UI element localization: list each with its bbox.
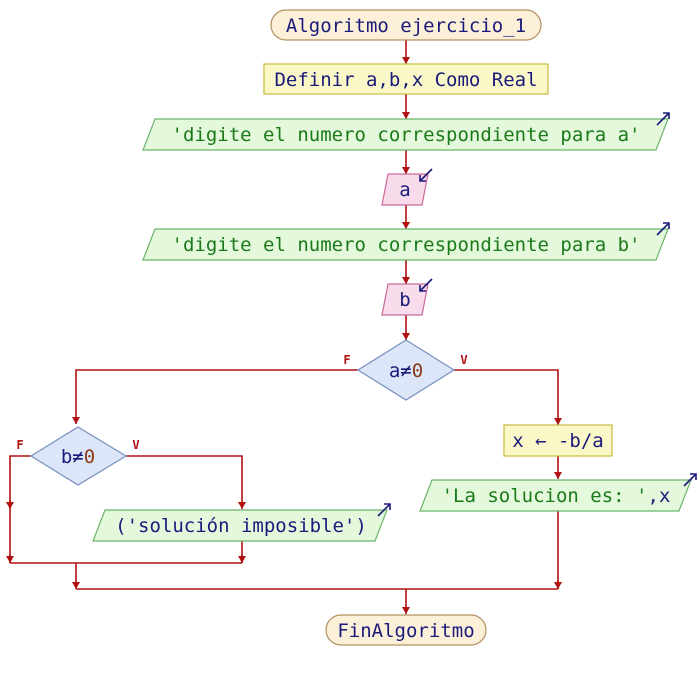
connectors xyxy=(6,40,562,614)
define-label: Definir a,b,x Como Real xyxy=(274,69,537,91)
assign-label: x ← -b/a xyxy=(512,430,604,452)
decision2-false-label: F xyxy=(16,438,23,452)
decision2-label: b≠0 xyxy=(61,446,95,468)
read-b-label: b xyxy=(399,289,410,311)
line-decision2-false xyxy=(9,455,31,563)
arrow-decision2-true xyxy=(126,455,246,509)
arrow-decision1-false xyxy=(72,369,358,424)
end-label: FinAlgoritmo xyxy=(337,620,474,642)
output1-label: 'digite el numero correspondiente para a… xyxy=(172,124,641,146)
decision-1: a≠0 F V xyxy=(343,339,468,401)
output4-label: ('solución imposible') xyxy=(115,515,367,537)
output-1: 'digite el numero correspondiente para a… xyxy=(142,112,670,151)
output-4: ('solución imposible') xyxy=(92,503,391,542)
input-b: b xyxy=(381,278,433,316)
arrow-decision1-true xyxy=(454,369,562,425)
output-arrow-icon xyxy=(656,222,670,236)
decision2-true-label: V xyxy=(132,438,139,452)
start-terminal: Algoritmo ejercicio_1 xyxy=(270,9,542,41)
assign-process: x ← -b/a xyxy=(503,424,613,457)
input-arrow-icon xyxy=(419,278,433,292)
decision-2: b≠0 F V xyxy=(16,426,140,486)
output-arrow-icon xyxy=(377,503,391,517)
output-3: 'La solucion es: ',x xyxy=(419,473,697,512)
read-a-label: a xyxy=(399,179,410,201)
output-2: 'digite el numero correspondiente para b… xyxy=(142,222,670,261)
input-a: a xyxy=(381,168,433,206)
output-arrow-icon xyxy=(656,112,670,126)
decision1-true-label: V xyxy=(460,353,467,367)
decision1-false-label: F xyxy=(343,353,350,367)
input-arrow-icon xyxy=(419,168,433,182)
decision1-label: a≠0 xyxy=(389,360,423,382)
start-label: Algoritmo ejercicio_1 xyxy=(286,15,526,37)
end-terminal: FinAlgoritmo xyxy=(325,614,487,646)
output3-label: 'La solucion es: ',x xyxy=(442,485,671,507)
define-process: Definir a,b,x Como Real xyxy=(263,63,549,95)
output-arrow-icon xyxy=(683,473,697,487)
output2-label: 'digite el numero correspondiente para b… xyxy=(172,234,641,256)
